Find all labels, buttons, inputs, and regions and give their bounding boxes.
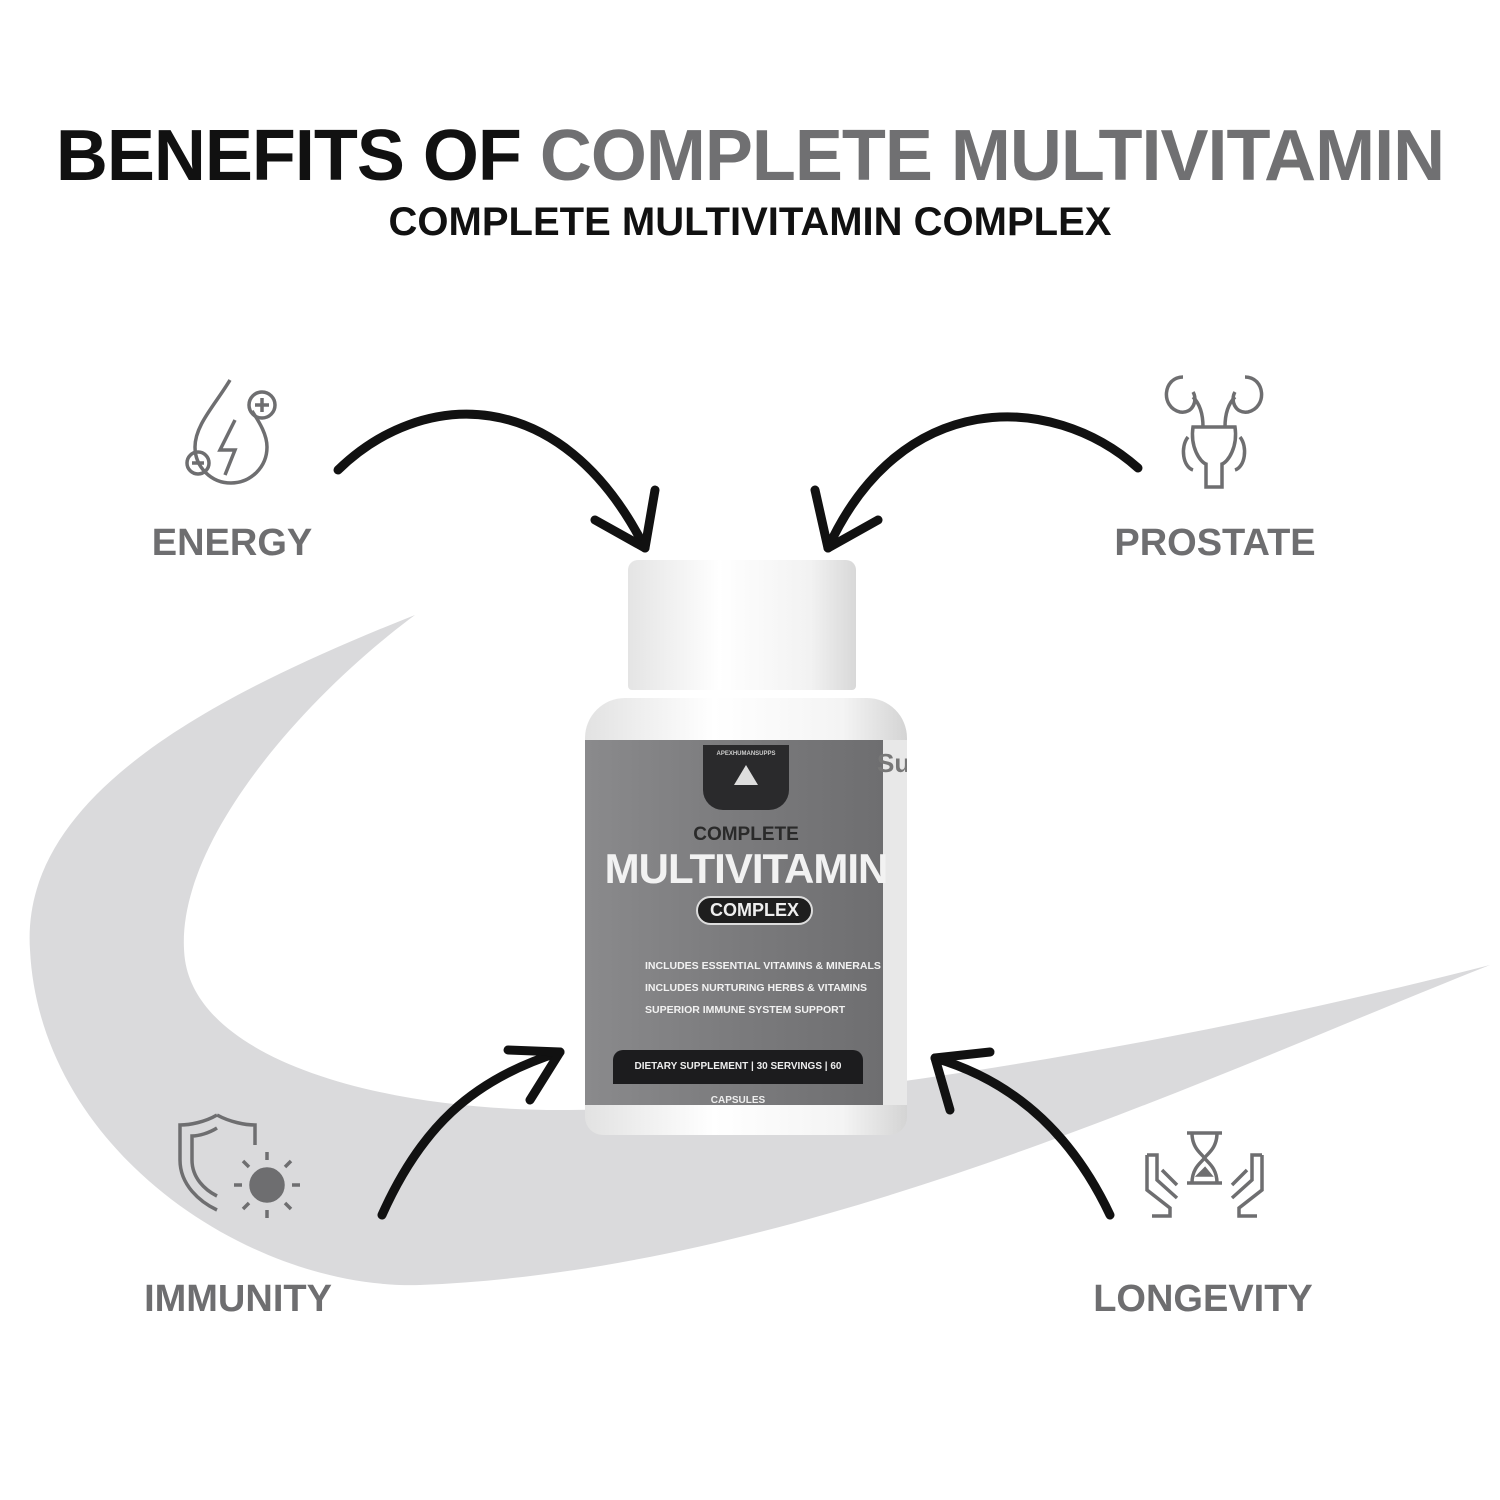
benefit-label-prostate: PROSTATE [1114,522,1316,564]
brand-logo-icon [734,765,758,785]
bullet-item: INCLUDES ESSENTIAL VITAMINS & MINERALS [645,960,881,972]
benefit-label-energy: ENERGY [151,522,313,564]
arrow-immunity [377,1045,565,1220]
page-title: BENEFITS OF COMPLETE MULTIVITAMIN [55,116,1445,196]
arrow-longevity [930,1047,1115,1220]
benefit-label-longevity: LONGEVITY [1093,1278,1313,1320]
energy-drop-icon [185,379,277,485]
prostate-icon [1164,375,1264,489]
product-bottle: Su APEXHUMANSUPPS COMPLETE MULTIVITAMIN … [585,560,907,1135]
hands-hourglass-icon [1145,1131,1264,1218]
bottle-cap [628,560,856,690]
brand-name: APEXHUMANSUPPS [716,751,776,757]
label-footer: DIETARY SUPPLEMENT | 30 SERVINGS | 60 CA… [613,1050,863,1105]
bullet-item: SUPERIOR IMMUNE SYSTEM SUPPORT [645,1004,846,1016]
product-name-badge: COMPLEX [696,896,814,925]
product-name-top: COMPLETE [693,824,799,845]
product-name-main: MULTIVITAMIN [604,845,889,892]
brand-badge: APEXHUMANSUPPS [703,745,789,810]
arrow-prostate [810,412,1143,553]
benefit-label-immunity: IMMUNITY [144,1278,332,1320]
product-label: Su APEXHUMANSUPPS COMPLETE MULTIVITAMIN … [585,740,907,1105]
supplement-facts-heading: Su [877,748,907,778]
arrow-energy [333,409,660,553]
bullet-item: INCLUDES NURTURING HERBS & VITAMINS [645,982,868,994]
shield-virus-icon [178,1113,300,1218]
page-subtitle: COMPLETE MULTIVITAMIN COMPLEX [388,200,1112,244]
